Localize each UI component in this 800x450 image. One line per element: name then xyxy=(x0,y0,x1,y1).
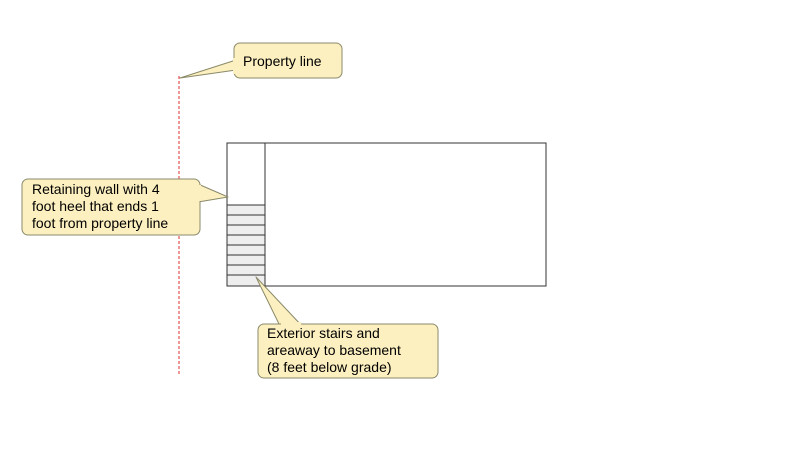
svg-text:Property line: Property line xyxy=(243,53,322,69)
svg-text:Exterior stairs and area: Exterior stairs and areaway to basement … xyxy=(267,325,405,375)
callout-line: (8 feet below grade) xyxy=(267,359,392,375)
exterior-stairs xyxy=(226,204,266,287)
svg-text:Retaining wall with 4 fo: Retaining wall with 4 foot heel that end… xyxy=(32,181,168,231)
callout-line: areaway to basement xyxy=(267,342,401,358)
callout-box xyxy=(257,323,439,379)
callout-line: foot from property line xyxy=(32,215,168,231)
callout-line: Property line xyxy=(243,53,322,69)
callout-retaining-wall: Retaining wall with 4 foot heel that end… xyxy=(21,178,229,236)
callout-line: Retaining wall with 4 xyxy=(32,181,160,197)
building-outline xyxy=(226,142,547,287)
callout-box xyxy=(21,178,201,236)
callout-line: Exterior stairs and xyxy=(267,325,380,341)
callout-line: foot heel that ends 1 xyxy=(32,198,159,214)
callout-pointer xyxy=(197,183,229,203)
callout-exterior-stairs: Exterior stairs and areaway to basement … xyxy=(255,276,439,379)
callout-property-line: Property line xyxy=(179,42,343,79)
callout-pointer xyxy=(179,59,237,79)
